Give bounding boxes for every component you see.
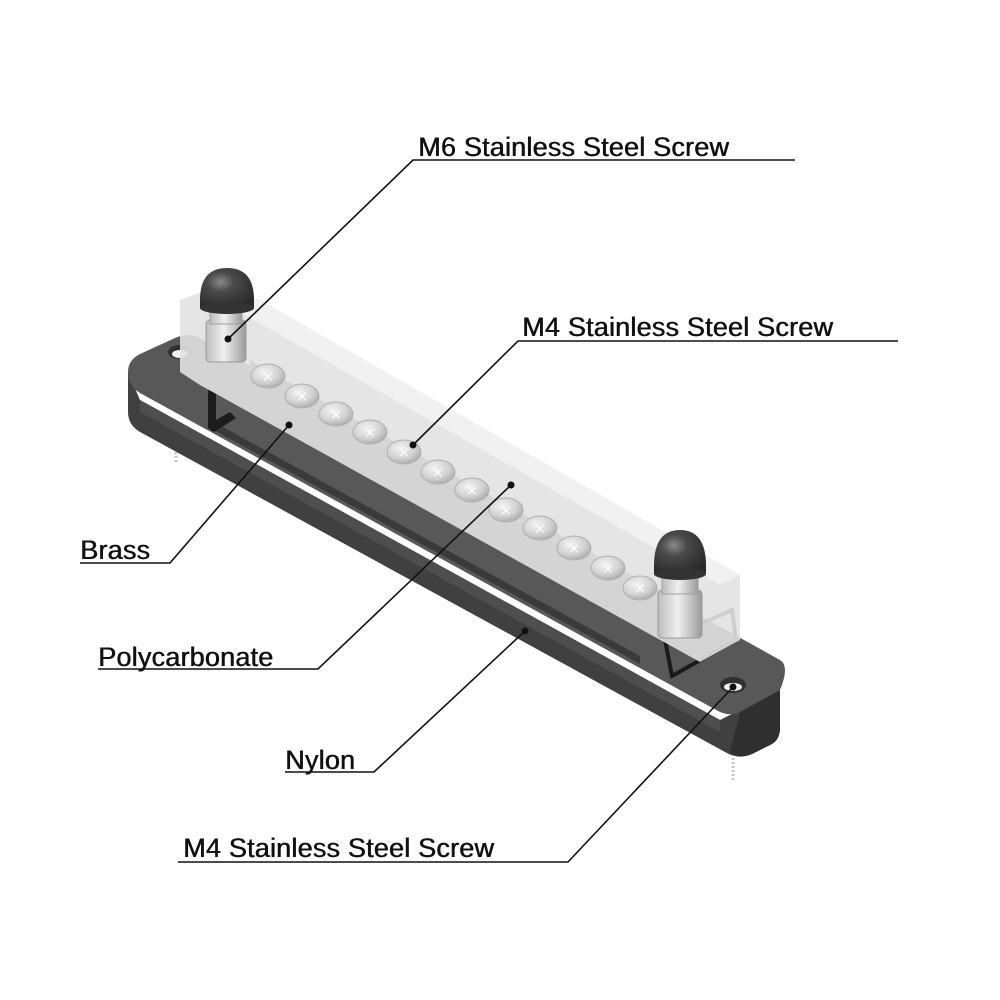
screw-icon: × bbox=[522, 515, 558, 541]
screw-icon: × bbox=[590, 555, 626, 581]
svg-text:×: × bbox=[262, 369, 274, 385]
leader-m4-screw-top bbox=[412, 340, 898, 446]
svg-text:×: × bbox=[534, 521, 546, 537]
leader-m4-screw-bottom bbox=[178, 686, 734, 863]
right-stud bbox=[654, 530, 706, 639]
leader-nylon bbox=[285, 630, 526, 773]
svg-text:×: × bbox=[602, 561, 614, 577]
screw-icon: × bbox=[454, 477, 490, 503]
svg-text:×: × bbox=[364, 425, 376, 441]
svg-text:×: × bbox=[330, 407, 342, 423]
screw-icon: × bbox=[622, 575, 658, 601]
label-m4-screw-bottom: M4 Stainless Steel Screw bbox=[183, 833, 494, 863]
label-m4-screw-top: M4 Stainless Steel Screw bbox=[522, 312, 833, 342]
leader-brass bbox=[80, 424, 290, 564]
svg-text:×: × bbox=[568, 541, 580, 557]
leader-dots bbox=[224, 335, 737, 691]
leader-lines bbox=[80, 159, 898, 863]
label-polycarbonate: Polycarbonate bbox=[98, 642, 274, 672]
screw-icon: × bbox=[352, 419, 388, 445]
svg-text:×: × bbox=[500, 503, 512, 519]
screw-icon: × bbox=[488, 497, 524, 523]
svg-text:×: × bbox=[398, 445, 410, 461]
leader-m6-screw bbox=[227, 159, 795, 340]
screw-icon: × bbox=[420, 459, 456, 485]
svg-text:×: × bbox=[296, 389, 308, 405]
screw-icon: × bbox=[556, 535, 592, 561]
leader-polycarbonate bbox=[98, 484, 512, 670]
svg-text:×: × bbox=[634, 581, 646, 597]
screw-icon: × bbox=[284, 383, 320, 409]
label-m6-screw: M6 Stainless Steel Screw bbox=[418, 132, 729, 162]
svg-text:×: × bbox=[466, 483, 478, 499]
label-brass: Brass bbox=[80, 535, 151, 565]
screw-icon: × bbox=[250, 363, 286, 389]
label-nylon: Nylon bbox=[285, 745, 356, 775]
screw-icon: × bbox=[318, 401, 354, 427]
svg-text:×: × bbox=[432, 465, 444, 481]
